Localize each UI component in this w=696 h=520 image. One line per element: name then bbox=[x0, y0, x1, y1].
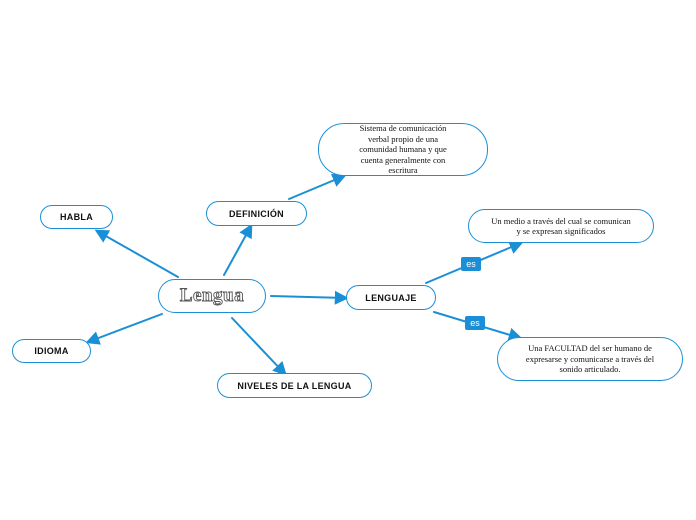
facultad-label: Una FACULTAD del ser humano de expresars… bbox=[525, 343, 655, 375]
definicion-node[interactable]: DEFINICIÓN bbox=[206, 201, 307, 226]
idioma-node[interactable]: IDIOMA bbox=[12, 339, 91, 363]
connector-lengua-habla bbox=[94, 229, 179, 278]
lenguaje-label: LENGUAJE bbox=[365, 292, 417, 303]
habla-label: HABLA bbox=[60, 212, 93, 222]
central-topic-node[interactable]: Lengua bbox=[158, 279, 266, 313]
niveles-label: NIVELES DE LA LENGUA bbox=[237, 380, 352, 391]
definicion-text-label: Sistema de comunicación verbal propio de… bbox=[359, 123, 447, 176]
central-topic-label: Lengua bbox=[179, 285, 245, 307]
es-tag-upper-label: es bbox=[466, 259, 476, 269]
connector-lengua-niveles bbox=[231, 317, 287, 377]
es-tag-upper[interactable]: es bbox=[461, 257, 481, 271]
medio-label: Un medio a través del cual se comunican … bbox=[491, 215, 631, 237]
niveles-node[interactable]: NIVELES DE LA LENGUA bbox=[217, 373, 372, 398]
es-tag-lower[interactable]: es bbox=[465, 316, 485, 330]
medio-node[interactable]: Un medio a través del cual se comunican … bbox=[468, 209, 654, 243]
es-tag-lower-label: es bbox=[470, 318, 480, 328]
idioma-label: IDIOMA bbox=[34, 346, 69, 356]
connector-lengua-definicion bbox=[223, 223, 253, 276]
habla-node[interactable]: HABLA bbox=[40, 205, 113, 229]
definicion-text-node[interactable]: Sistema de comunicación verbal propio de… bbox=[318, 123, 488, 176]
connector-lengua-lenguaje bbox=[270, 290, 349, 305]
lenguaje-node[interactable]: LENGUAJE bbox=[346, 285, 436, 310]
connector-lengua-idioma bbox=[85, 313, 163, 345]
connector-definicion-text bbox=[288, 173, 347, 200]
facultad-node[interactable]: Una FACULTAD del ser humano de expresars… bbox=[497, 337, 683, 381]
definicion-label: DEFINICIÓN bbox=[228, 208, 284, 219]
